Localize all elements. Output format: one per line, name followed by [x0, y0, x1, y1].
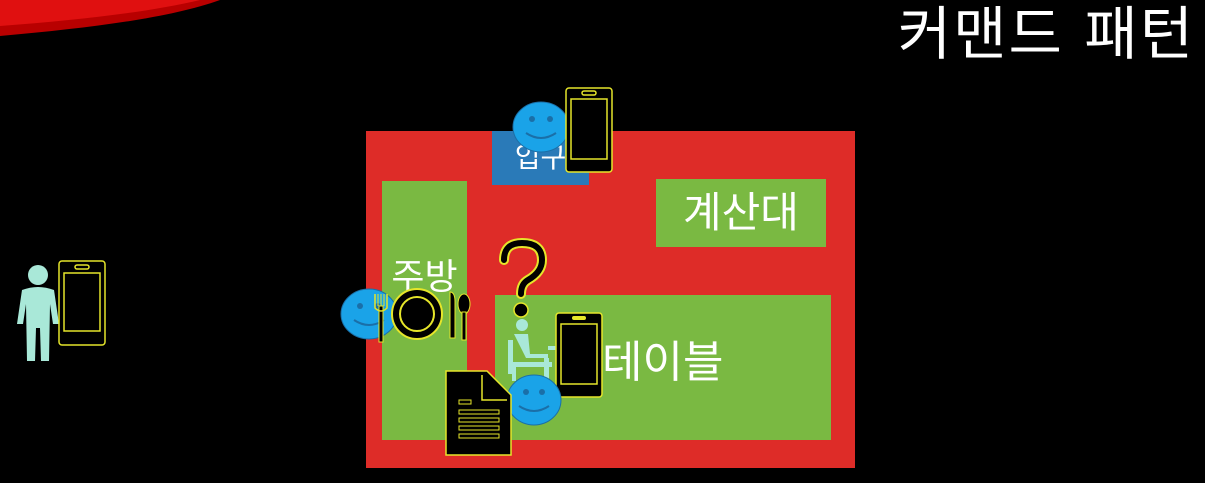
- phone-icon: [565, 87, 613, 173]
- swoosh-decoration: [0, 0, 220, 36]
- table-label: 테이블: [602, 337, 724, 388]
- phone-icon: [555, 312, 603, 398]
- counter-zone: 계산대: [656, 179, 826, 247]
- dish-cutlery-icon: [374, 288, 471, 343]
- question-mark-icon: [499, 237, 548, 318]
- slide-title: 커맨드 패턴: [897, 0, 1195, 68]
- smiley-face-icon: [512, 101, 570, 153]
- phone-icon: [58, 260, 106, 346]
- customer-person-icon: [17, 265, 59, 361]
- smiley-face-icon: [506, 374, 562, 426]
- document-icon: [445, 370, 512, 456]
